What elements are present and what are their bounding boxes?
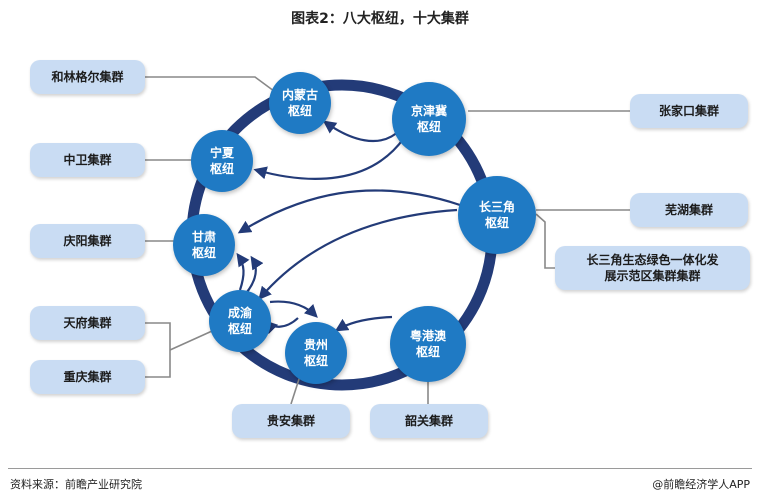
footer-source: 资料来源：前瞻产业研究院 bbox=[10, 478, 142, 491]
hub-flow-arrows bbox=[236, 120, 461, 335]
hub-yuegangao: 粤港澳 枢纽 bbox=[390, 306, 466, 382]
footer-brand: @前瞻经济学人APP bbox=[652, 478, 750, 491]
cluster-shaoguan: 韶关集群 bbox=[370, 404, 488, 438]
cluster-zhangjiakou: 张家口集群 bbox=[630, 94, 748, 128]
page-title: 图表2：八大枢纽，十大集群 bbox=[291, 11, 469, 27]
hub-changsanjiao: 长三角 枢纽 bbox=[458, 176, 536, 254]
cluster-qingyang: 庆阳集群 bbox=[30, 224, 145, 258]
cluster-zhongwei: 中卫集群 bbox=[30, 143, 145, 177]
hub-jingjinji: 京津冀 枢纽 bbox=[392, 82, 466, 156]
hub-ningxia: 宁夏 枢纽 bbox=[191, 130, 253, 192]
cluster-yrd-demo-line1: 长三角生态绿色一体化发 bbox=[586, 253, 719, 267]
hub-gansu: 甘肃 枢纽 bbox=[173, 214, 235, 276]
footer-divider bbox=[8, 468, 752, 469]
cluster-tianfu: 天府集群 bbox=[30, 306, 145, 340]
cluster-yrd-demo-line2: 展示范区集群集群 bbox=[604, 269, 701, 283]
hub-guizhou: 贵州 枢纽 bbox=[285, 322, 347, 384]
cluster-chongqing: 重庆集群 bbox=[30, 360, 145, 394]
hub-neimenggu: 内蒙古 枢纽 bbox=[269, 72, 331, 134]
hub-chengyu: 成渝 枢纽 bbox=[209, 290, 271, 352]
cluster-wuhu: 芜湖集群 bbox=[630, 193, 748, 227]
cluster-connectors bbox=[145, 76, 630, 405]
cluster-guian: 贵安集群 bbox=[232, 404, 350, 438]
cluster-helingeer: 和林格尔集群 bbox=[30, 60, 145, 94]
cluster-yrd-demo-zone: 长三角生态绿色一体化发 展示范区集群集群 bbox=[555, 246, 750, 290]
